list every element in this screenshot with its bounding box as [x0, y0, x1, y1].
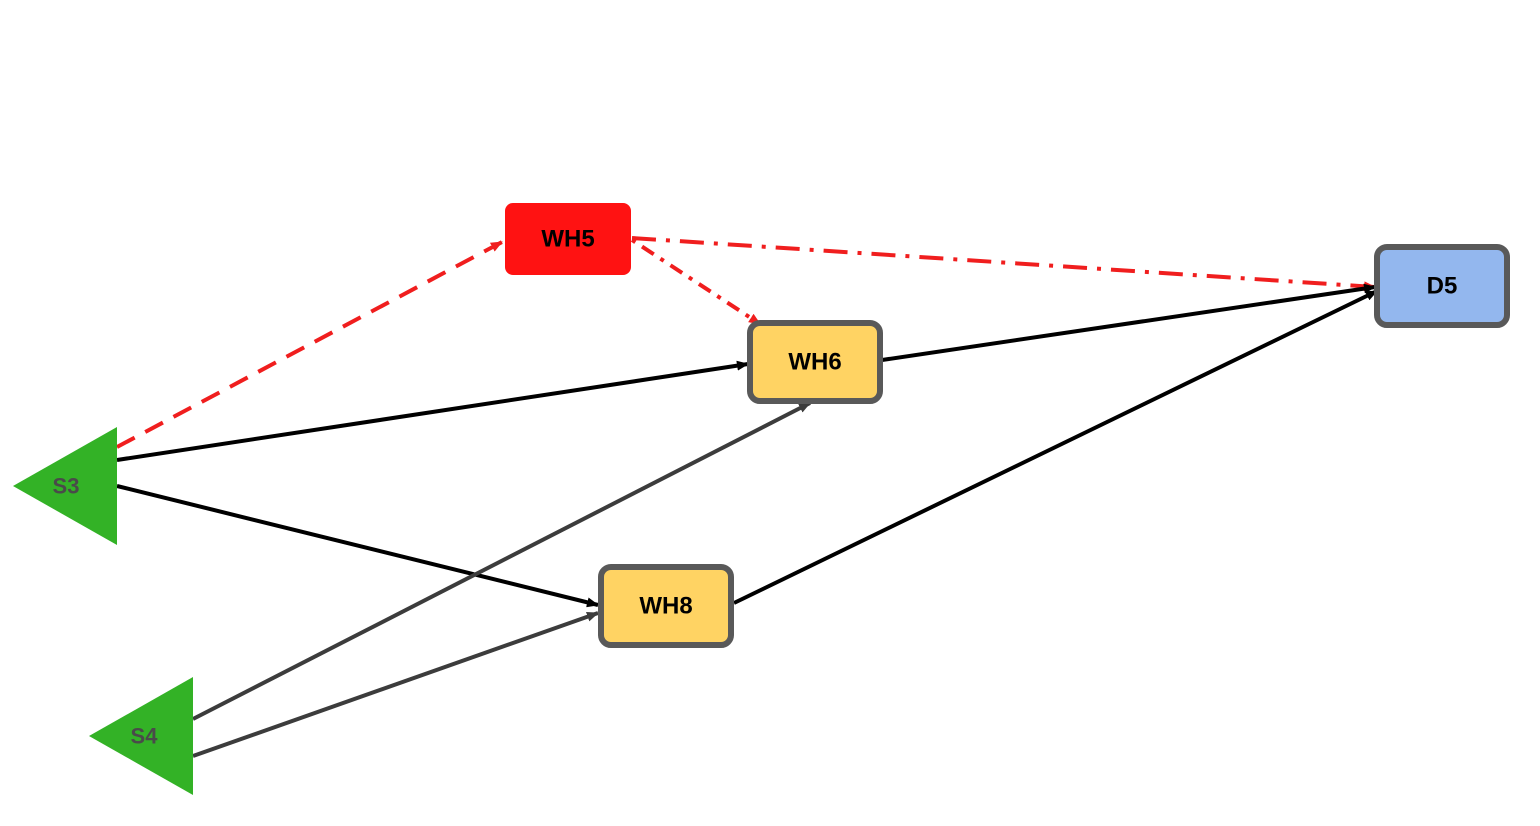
node-s4[interactable]: S4	[89, 677, 193, 795]
edge-wh8-d5[interactable]	[733, 289, 1378, 605]
edge-s4-wh8[interactable]	[192, 611, 599, 758]
node-wh6[interactable]: WH6	[747, 320, 883, 404]
node-s3-label: S3	[53, 474, 80, 499]
node-d5-box	[1374, 244, 1510, 328]
edge-s3-wh6[interactable]	[116, 360, 749, 462]
edge-s3-wh8[interactable]	[116, 484, 599, 608]
node-d5-label: D5	[1427, 273, 1458, 300]
node-wh8[interactable]: WH8	[598, 564, 734, 648]
node-wh8-box	[598, 564, 734, 648]
node-wh8-label: WH8	[639, 593, 692, 620]
node-wh5-label: WH5	[541, 226, 594, 253]
node-s3[interactable]: S3	[13, 427, 117, 545]
node-wh6-box	[747, 320, 883, 404]
node-wh5[interactable]: WH5	[505, 203, 631, 275]
edge-s3-wh5[interactable]	[116, 240, 503, 449]
node-wh6-label: WH6	[788, 349, 841, 376]
edge-s4-wh6[interactable]	[192, 401, 811, 721]
node-wh5-box	[505, 203, 631, 275]
source-triangle-icon	[89, 677, 193, 795]
source-triangle-icon	[13, 427, 117, 545]
edge-wh6-d5[interactable]	[881, 283, 1376, 362]
nodes: S3 S4 WH5 WH6 WH8 D5	[13, 203, 1510, 795]
node-s4-label: S4	[131, 724, 159, 749]
node-d5[interactable]: D5	[1374, 244, 1510, 328]
edges	[116, 236, 1378, 758]
edge-wh5-d5[interactable]	[631, 236, 1376, 292]
edge-wh5-wh6[interactable]	[630, 238, 762, 326]
